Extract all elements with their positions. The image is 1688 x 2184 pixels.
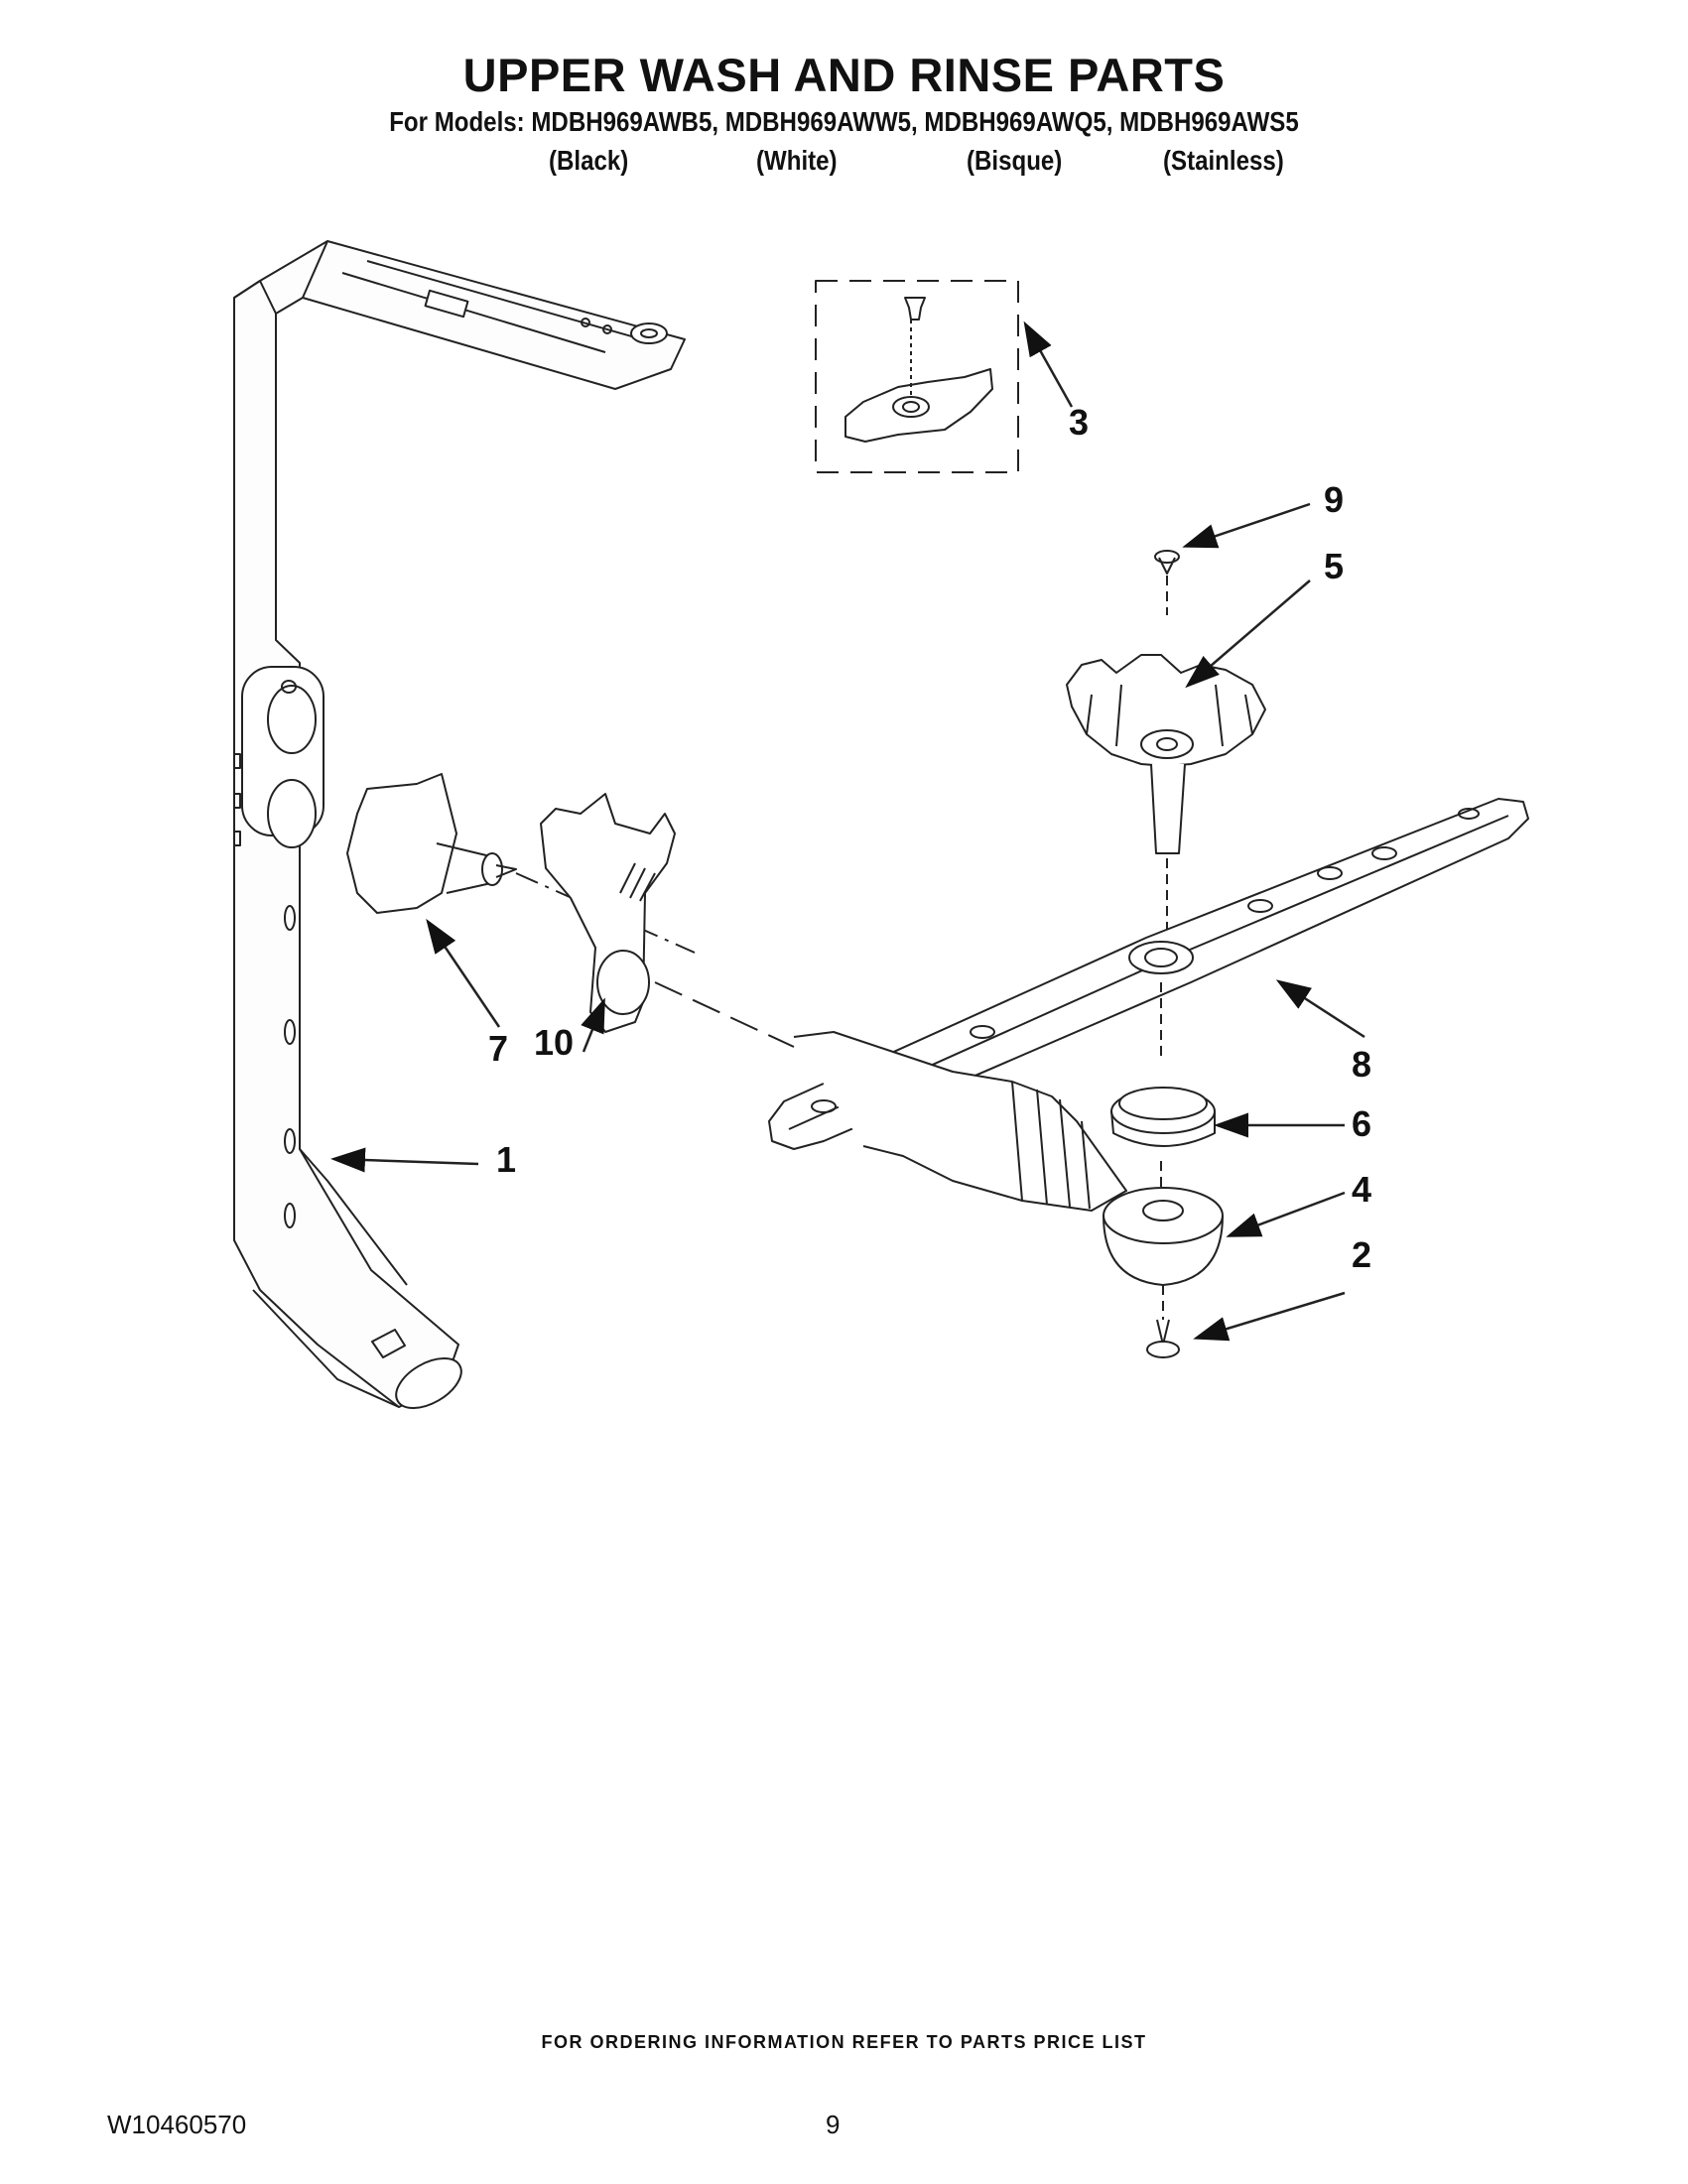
page-number: 9 bbox=[826, 2110, 841, 2139]
callout-6: 6 bbox=[1352, 1103, 1372, 1144]
holder-10 bbox=[540, 793, 795, 1048]
callout-5: 5 bbox=[1324, 546, 1345, 586]
document-number: W10460570 bbox=[107, 2110, 247, 2139]
manifold-4 bbox=[1103, 1187, 1224, 1320]
callout-8: 8 bbox=[1352, 1044, 1372, 1085]
screw-2 bbox=[1146, 1319, 1180, 1358]
callout-7: 7 bbox=[488, 1028, 509, 1069]
finish-bisque: (Bisque) bbox=[967, 145, 1063, 176]
water-supply-tube bbox=[233, 240, 686, 1409]
models-line: For Models: MDBH969AWB5, MDBH969AWW5, MD… bbox=[389, 106, 1299, 137]
nut-6 bbox=[1110, 1087, 1216, 1201]
callout-4: 4 bbox=[1352, 1169, 1372, 1210]
callout-2: 2 bbox=[1352, 1234, 1372, 1275]
finish-black: (Black) bbox=[549, 145, 629, 176]
feed-tube bbox=[793, 1031, 1127, 1212]
ordering-note: FOR ORDERING INFORMATION REFER TO PARTS … bbox=[541, 2032, 1147, 2052]
callout-10: 10 bbox=[534, 1022, 575, 1063]
callout-9: 9 bbox=[1324, 479, 1345, 520]
diverter-7 bbox=[346, 773, 696, 954]
finish-white: (White) bbox=[756, 145, 838, 176]
finish-stainless: (Stainless) bbox=[1163, 145, 1284, 176]
spray-arm-bracket bbox=[815, 280, 1019, 473]
callout-arrows bbox=[330, 321, 1365, 1342]
hub-support-5 bbox=[1066, 654, 1266, 933]
page-title: UPPER WASH AND RINSE PARTS bbox=[462, 49, 1226, 101]
screw-9 bbox=[1154, 550, 1180, 615]
callout-1: 1 bbox=[496, 1139, 517, 1180]
callout-3: 3 bbox=[1069, 402, 1090, 443]
